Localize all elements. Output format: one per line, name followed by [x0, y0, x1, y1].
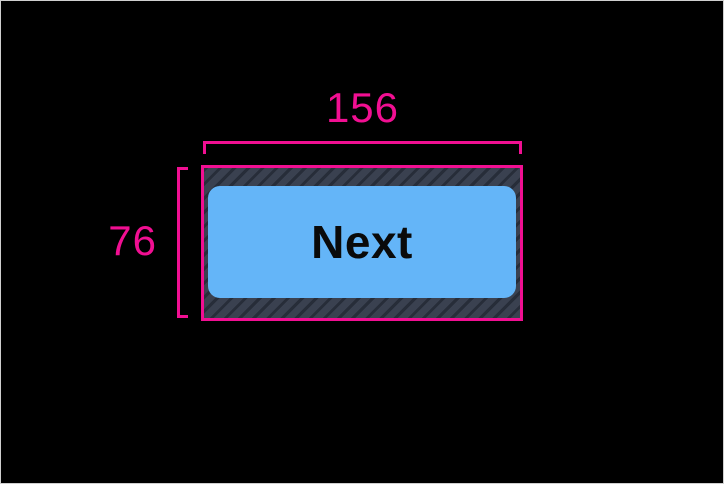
next-button[interactable]: Next	[208, 186, 516, 298]
width-dimension-label: 156	[325, 84, 400, 131]
next-button-label: Next	[311, 216, 413, 268]
height-measure-bracket	[177, 167, 188, 318]
component-bounds-overlay: Next	[201, 165, 523, 321]
height-dimension-label: 76	[108, 217, 157, 264]
width-measure-bracket	[203, 141, 522, 154]
